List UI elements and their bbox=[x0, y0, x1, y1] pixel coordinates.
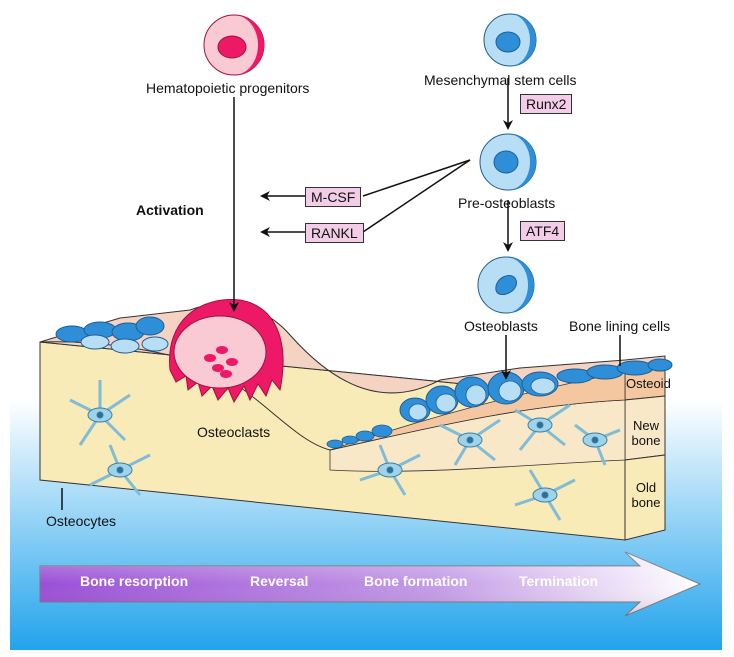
osteocyte bbox=[359, 444, 421, 496]
old-bone-layer-label: Old bone bbox=[626, 480, 666, 510]
right-lining-cells bbox=[556, 358, 673, 384]
osteoblasts-label: Osteoblasts bbox=[464, 318, 538, 334]
rankl-factor-box: RANKL bbox=[305, 223, 364, 243]
phase-reversal: Reversal bbox=[250, 573, 309, 589]
mesenchymal-stem-cells-label: Mesenchymal stem cells bbox=[424, 72, 577, 88]
mcsf-factor-box: M-CSF bbox=[305, 187, 362, 207]
mesenchymal-stem-cell bbox=[483, 13, 537, 67]
left-lining-cells bbox=[55, 316, 169, 354]
osteoclasts-label: Osteoclasts bbox=[197, 424, 271, 440]
osteocytes-label: Osteocytes bbox=[46, 513, 117, 529]
runx2-factor-box: Runx2 bbox=[520, 94, 573, 114]
osteocyte bbox=[514, 403, 571, 451]
new-bone-label-line1: New bbox=[632, 418, 659, 433]
old-bone-label-line2: bone bbox=[631, 495, 661, 510]
old-bone-label-line1: Old bbox=[635, 480, 657, 495]
activation-label: Activation bbox=[136, 202, 204, 218]
remodeling-phase-arrow bbox=[39, 551, 702, 617]
signal-line-mcsf bbox=[362, 159, 471, 197]
hematopoietic-progenitor-cell bbox=[203, 14, 265, 76]
new-bone-layer-label: New bone bbox=[626, 418, 666, 448]
osteocyte-network bbox=[69, 380, 621, 521]
bone-lining-cells-label: Bone lining cells bbox=[569, 318, 671, 334]
atf4-factor-box: ATF4 bbox=[520, 221, 566, 241]
osteocyte bbox=[89, 444, 151, 496]
osteocyte bbox=[514, 469, 576, 521]
osteoid-layer-label: Osteoid bbox=[626, 376, 671, 391]
signal-line-rankl bbox=[362, 159, 471, 233]
old-bone-layer-side bbox=[624, 454, 666, 541]
slope-cells bbox=[326, 424, 393, 449]
hematopoietic-progenitors-label: Hematopoietic progenitors bbox=[146, 80, 310, 96]
osteocyte bbox=[574, 423, 621, 466]
osteoblast-cell bbox=[477, 256, 535, 314]
osteocyte bbox=[439, 418, 501, 466]
pre-osteoblasts-label: Pre-osteoblasts bbox=[458, 195, 556, 211]
phase-bone-resorption: Bone resorption bbox=[80, 573, 189, 589]
osteocyte bbox=[69, 380, 131, 446]
new-bone-label-line2: bone bbox=[631, 433, 661, 448]
osteoclast-cell bbox=[169, 299, 284, 404]
pre-osteoblast-cell bbox=[479, 133, 537, 191]
phase-bone-formation: Bone formation bbox=[364, 573, 468, 589]
phase-termination: Termination bbox=[519, 573, 599, 589]
